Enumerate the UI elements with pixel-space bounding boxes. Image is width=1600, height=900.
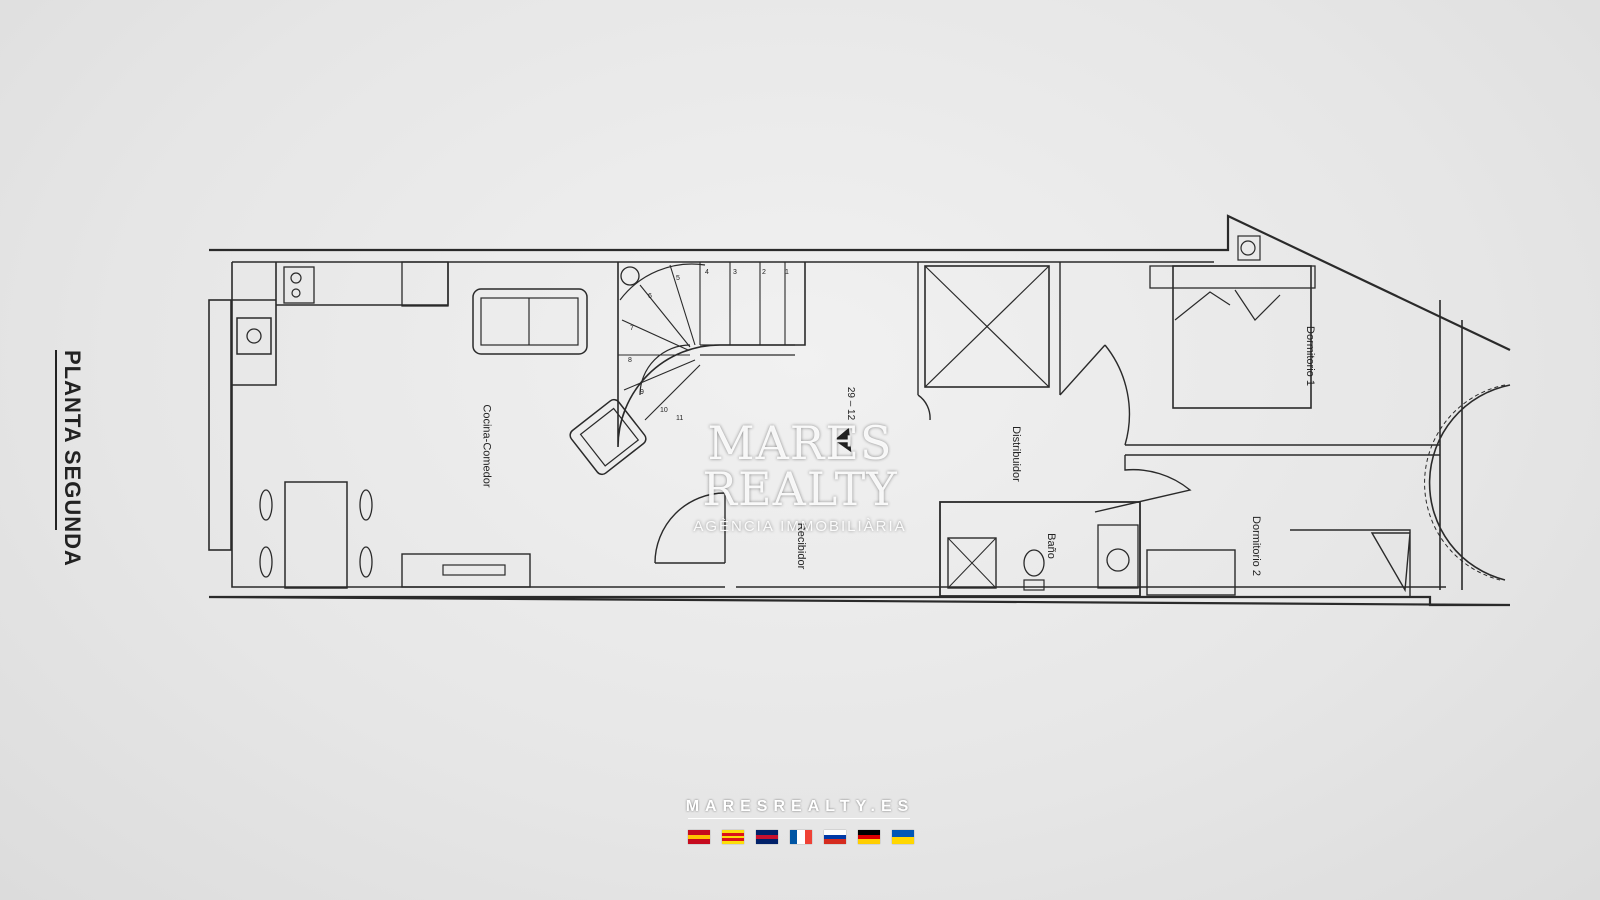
germany-flag[interactable] (858, 830, 880, 844)
room-label-dormitorio-1: Dormitorio 1 (1303, 326, 1316, 386)
bathroom (939, 501, 1141, 597)
stair-step-number: 6 (648, 293, 652, 300)
watermark-subtitle: AGÈNCIA IMMOBILIÀRIA (693, 518, 907, 535)
stair-step-number: 5 (676, 275, 680, 282)
uk-flag[interactable] (756, 830, 778, 844)
catalonia-flag[interactable] (722, 830, 744, 844)
stair-step-number: 7 (630, 325, 634, 332)
watermark-brand: MARES REALTY (702, 416, 898, 516)
bed-2 (1146, 549, 1236, 596)
website-link[interactable]: MARESREALTY.ES (685, 798, 915, 815)
balcony (1428, 300, 1511, 590)
sink (236, 317, 272, 355)
plan-title: PLANTA SEGUNDA (55, 350, 85, 567)
inner-wall-outline (231, 261, 1446, 588)
stair-step-number: 10 (660, 407, 668, 414)
room-label-cocina-comedor: Cocina-Comedor (480, 404, 493, 488)
washbasin (1097, 524, 1139, 589)
room-label-distribuidor: Distribuidor (1009, 426, 1022, 482)
fridge (401, 261, 449, 307)
stair-step-number: 9 (640, 389, 644, 396)
wc-corner (1237, 235, 1261, 261)
stair-step-number: 8 (628, 357, 632, 364)
stove (283, 266, 315, 304)
left-window (208, 299, 232, 551)
sofa (472, 288, 588, 355)
room-label-dormitorio-2: Dormitorio 2 (1249, 516, 1262, 576)
kitchen-counter (232, 262, 449, 386)
toilet (1023, 549, 1045, 577)
language-flags (688, 830, 914, 844)
stair-step-number: 11 (676, 415, 683, 422)
stair-step-number: 4 (705, 269, 709, 276)
russia-flag[interactable] (824, 830, 846, 844)
outer-wall (208, 214, 1511, 607)
shower (947, 537, 997, 589)
dining-table (284, 481, 348, 589)
stair-step-number: 3 (733, 269, 737, 276)
spain-flag[interactable] (688, 830, 710, 844)
website-underline (688, 818, 910, 819)
ukraine-flag[interactable] (892, 830, 914, 844)
armchair (569, 398, 647, 476)
room-label-bano: Baño (1044, 533, 1057, 559)
watermark: MARES REALTY AGÈNCIA IMMOBILIÀRIA (640, 420, 960, 535)
stair-step-number: 2 (762, 269, 766, 276)
stair-step-number: 1 (785, 269, 789, 276)
bed-1 (1172, 265, 1312, 409)
france-flag[interactable] (790, 830, 812, 844)
storage-closet (924, 265, 1050, 388)
tv-unit (401, 553, 531, 588)
entrance-door (654, 492, 726, 564)
